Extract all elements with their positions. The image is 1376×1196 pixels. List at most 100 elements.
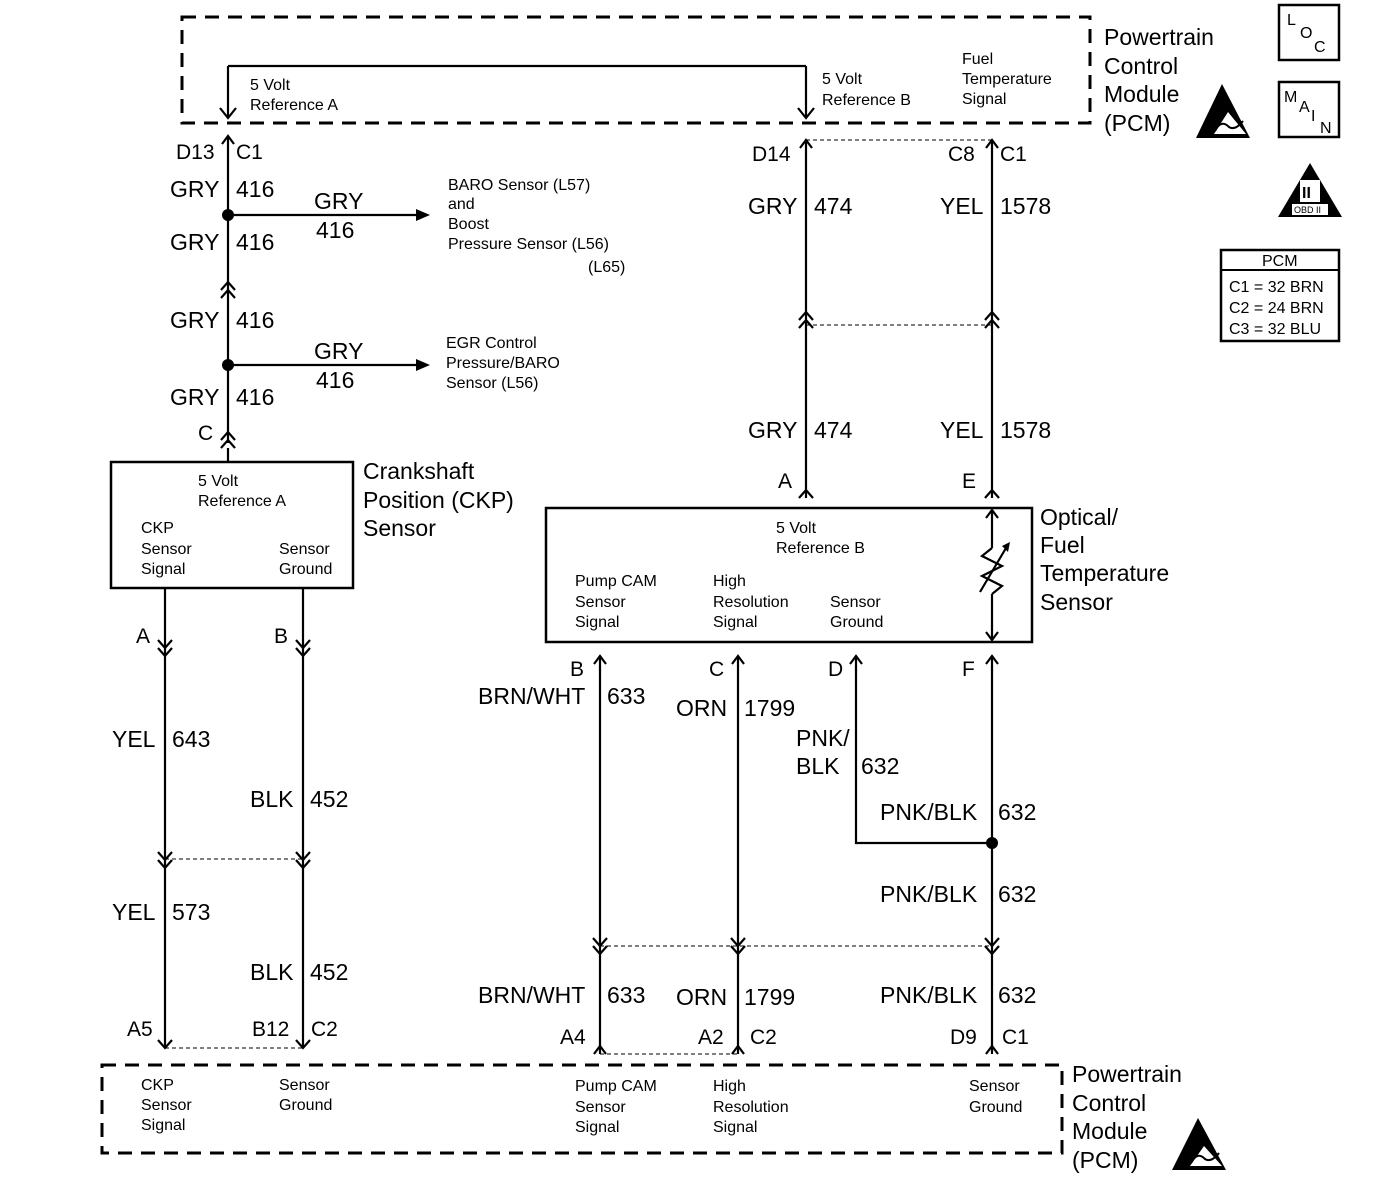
svg-text:Resolution: Resolution <box>713 1099 789 1116</box>
svg-text:Signal: Signal <box>141 1117 185 1134</box>
circuit-416-2: 416 <box>236 229 274 255</box>
svg-text:Resolution: Resolution <box>713 594 789 611</box>
pin-c2-right: C2 <box>750 1026 777 1049</box>
pcm-pump-signal-label: Pump CAM Sensor Signal <box>575 1078 657 1136</box>
pin-a2: A2 <box>698 1026 724 1049</box>
wire-color-yel-1578-2: YEL <box>940 417 984 443</box>
optical-ref-label: 5 Volt Reference B <box>776 520 865 557</box>
svg-text:Reference B: Reference B <box>776 540 865 557</box>
wire-color-gry-474-2: GRY <box>748 417 797 443</box>
conn-inline-1799 <box>730 937 746 956</box>
pin-a4: A4 <box>560 1026 586 1049</box>
svg-text:Boost: Boost <box>448 216 489 233</box>
svg-text:Reference A: Reference A <box>250 97 338 114</box>
svg-text:5 Volt: 5 Volt <box>822 71 863 88</box>
wire-color-yel-573: YEL <box>112 899 156 925</box>
svg-text:C2 = 24 BRN: C2 = 24 BRN <box>1229 300 1324 317</box>
conn-opt-b <box>593 654 607 665</box>
svg-text:High: High <box>713 573 746 590</box>
conn-b12 <box>295 1039 311 1050</box>
wire-color-brnwht-1: BRN/WHT <box>478 683 585 709</box>
svg-text:CKP: CKP <box>141 1077 174 1094</box>
svg-text:Ground: Ground <box>279 1097 332 1114</box>
circuit-452-1: 452 <box>310 786 348 812</box>
svg-text:Signal: Signal <box>575 1119 619 1136</box>
wire-color-pnk-split-1: PNK/ <box>796 725 850 751</box>
svg-text:N: N <box>1320 120 1332 137</box>
wire-color-gry-474-1: GRY <box>748 193 797 219</box>
svg-text:Powertrain: Powertrain <box>1104 24 1214 50</box>
pin-c1-bottom: C1 <box>1002 1026 1029 1049</box>
circuit-1578-1: 1578 <box>1000 193 1051 219</box>
circuit-632-2: 632 <box>998 881 1036 907</box>
conn-inline-474 <box>798 310 814 329</box>
pin-d13: D13 <box>176 141 215 164</box>
optical-pump-label: Pump CAM Sensor Signal <box>575 573 657 631</box>
svg-text:C1 = 32 BRN: C1 = 32 BRN <box>1229 279 1324 296</box>
ckp-sensor-box <box>109 460 355 590</box>
pin-opt-b: B <box>570 658 584 681</box>
circuit-632-d: 632 <box>861 753 899 779</box>
svg-text:Sensor: Sensor <box>575 1099 626 1116</box>
circuit-474-1: 474 <box>814 193 853 219</box>
circuit-452-2: 452 <box>310 959 348 985</box>
fuel-temp-signal-label: Fuel Temperature Signal <box>962 51 1052 108</box>
conn-opt-c <box>731 654 745 665</box>
conn-inline-416 <box>220 280 236 299</box>
svg-text:I: I <box>1311 108 1315 125</box>
svg-text:EGR Control: EGR Control <box>446 335 537 352</box>
optical-ground-label: Sensor Ground <box>830 594 883 631</box>
pcm-sensor-ground-label: Sensor Ground <box>969 1078 1022 1116</box>
svg-text:5 Volt: 5 Volt <box>250 77 291 94</box>
svg-text:5 Volt: 5 Volt <box>198 473 239 490</box>
svg-text:(L65): (L65) <box>588 259 625 276</box>
conn-ckp-c <box>220 430 236 449</box>
svg-text:Signal: Signal <box>141 561 185 578</box>
optical-highres-label: High Resolution Signal <box>713 573 789 631</box>
ref-b-arrow <box>797 107 815 120</box>
loc-icon: L O C <box>1277 3 1341 62</box>
branch-416-1: 416 <box>316 217 354 243</box>
pin-a5: A5 <box>127 1018 153 1041</box>
optical-sensor-title: Optical/ Fuel Temperature Sensor <box>1040 504 1169 615</box>
ref-a-label: 5 Volt Reference A <box>250 77 338 114</box>
svg-text:Control: Control <box>1104 53 1178 79</box>
svg-text:Signal: Signal <box>575 614 619 631</box>
svg-text:Reference A: Reference A <box>198 493 286 510</box>
obd-ii-icon: II OBD II <box>1278 163 1342 217</box>
branch-gry-2: GRY <box>314 338 363 364</box>
pin-d14: D14 <box>752 143 791 166</box>
svg-text:(PCM): (PCM) <box>1072 1147 1138 1173</box>
arrow-egr <box>416 359 430 371</box>
svg-text:5 Volt: 5 Volt <box>776 520 817 537</box>
svg-text:Pressure Sensor (L56): Pressure Sensor (L56) <box>448 236 609 253</box>
wire-color-gry-4: GRY <box>170 384 219 410</box>
svg-text:High: High <box>713 1078 746 1095</box>
svg-text:Sensor (L56): Sensor (L56) <box>446 375 539 392</box>
svg-text:Temperature: Temperature <box>962 71 1052 88</box>
circuit-573: 573 <box>172 899 210 925</box>
pcm-connector-table: PCM C1 = 32 BRN C2 = 24 BRN C3 = 32 BLU <box>1219 248 1341 343</box>
circuit-632-1: 632 <box>998 799 1036 825</box>
circuit-633-2: 633 <box>607 982 645 1008</box>
conn-ckp-b <box>295 639 311 658</box>
svg-text:Control: Control <box>1072 1090 1146 1116</box>
circuit-416-3: 416 <box>236 307 274 333</box>
svg-text:Sensor: Sensor <box>1040 589 1113 615</box>
svg-text:Pump CAM: Pump CAM <box>575 573 657 590</box>
circuit-1578-2: 1578 <box>1000 417 1051 443</box>
pin-opt-e: E <box>962 470 976 493</box>
ckp-ground-label: Sensor Ground <box>279 541 332 578</box>
wire-color-yel-1578-1: YEL <box>940 193 984 219</box>
pin-opt-f: F <box>962 658 975 681</box>
pcm-highres-signal-label: High Resolution Signal <box>713 1078 789 1136</box>
conn-inline-ckp-a <box>157 851 173 870</box>
svg-text:Pressure/BARO: Pressure/BARO <box>446 355 560 372</box>
conn-opt-a <box>798 488 814 499</box>
svg-text:Position (CKP): Position (CKP) <box>363 487 514 513</box>
conn-a2 <box>731 1044 745 1055</box>
conn-d14 <box>799 138 813 149</box>
svg-text:Optical/: Optical/ <box>1040 504 1119 530</box>
wire-color-pnkblk-2: PNK/BLK <box>880 881 978 907</box>
